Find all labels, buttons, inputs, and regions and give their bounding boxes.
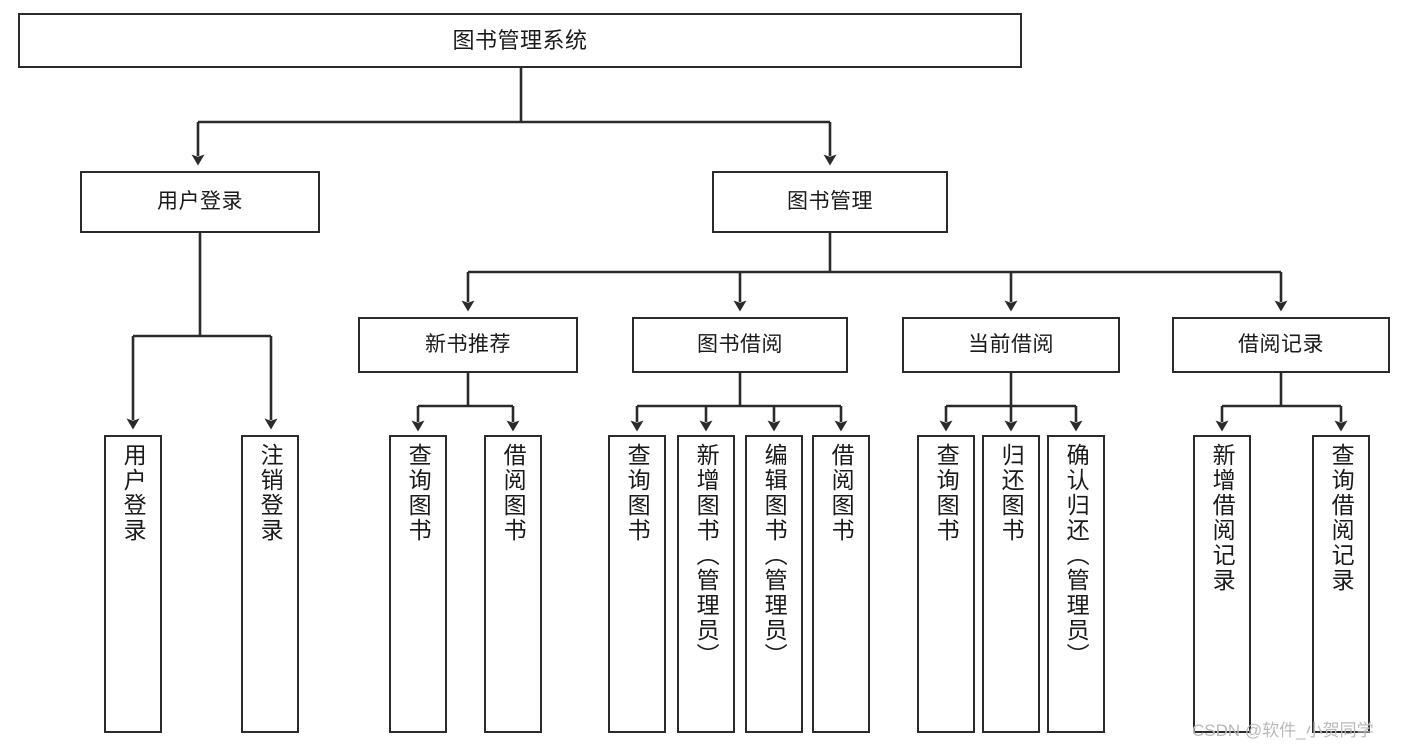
node-user-login[interactable]: 用户登录 [80,171,320,233]
node-label: 查询图书 [405,443,432,543]
node-label: 图书借阅 [697,332,783,356]
node-label: 归还图书 [998,443,1025,543]
node-leaf-query-book-3[interactable]: 查询图书 [917,435,975,733]
node-leaf-borrow-book-2[interactable]: 借阅图书 [812,435,870,733]
node-label: 当前借阅 [968,332,1054,356]
edge-user-login-to-leaves [126,233,278,430]
node-label: 确认归还（管理员） [1063,443,1090,668]
node-label: 注销登录 [257,443,284,543]
node-label: 新书推荐 [425,332,511,356]
node-leaf-confirm-return-admin[interactable]: 确认归还（管理员） [1047,435,1105,733]
edge-book-borrow-to-leaves [630,373,848,432]
node-label: 图书管理 [787,189,873,213]
node-new-book-recommend[interactable]: 新书推荐 [358,317,578,373]
node-label: 新增借阅记录 [1209,443,1236,593]
node-label: 用户登录 [120,443,147,543]
node-leaf-query-borrow-record[interactable]: 查询借阅记录 [1312,435,1370,733]
edge-borrow-record-to-leaves [1215,373,1348,432]
watermark-text: CSDN @软件_小贺同学 [1192,721,1374,740]
node-leaf-add-borrow-record[interactable]: 新增借阅记录 [1193,435,1251,733]
node-leaf-edit-book-admin[interactable]: 编辑图书（管理员） [745,435,803,733]
node-leaf-logout[interactable]: 注销登录 [241,435,299,733]
node-label: 图书管理系统 [452,27,588,53]
node-current-borrow[interactable]: 当前借阅 [902,317,1120,373]
node-label: 用户登录 [157,189,243,213]
node-book-manage[interactable]: 图书管理 [712,171,948,233]
edge-book-manage-to-level3 [461,233,1288,312]
node-book-borrow[interactable]: 图书借阅 [632,317,848,373]
node-leaf-add-book-admin[interactable]: 新增图书（管理员） [677,435,735,733]
node-label: 借阅图书 [828,443,855,543]
csdn-watermark: CSDN @软件_小贺同学 [1192,716,1374,741]
node-label: 借阅图书 [500,443,527,543]
edge-new-book-recommend-to-leaves [411,373,520,432]
node-label: 查询借阅记录 [1328,443,1355,593]
edge-root-to-level2 [191,68,837,166]
node-label: 编辑图书（管理员） [761,443,788,668]
node-leaf-return-book[interactable]: 归还图书 [982,435,1040,733]
node-label: 新增图书（管理员） [693,443,720,668]
node-label: 借阅记录 [1238,332,1324,356]
node-borrow-record[interactable]: 借阅记录 [1172,317,1390,373]
node-leaf-query-book-1[interactable]: 查询图书 [389,435,447,733]
node-leaf-borrow-book-1[interactable]: 借阅图书 [484,435,542,733]
node-label: 查询图书 [933,443,960,543]
node-label: 查询图书 [624,443,651,543]
node-leaf-query-book-2[interactable]: 查询图书 [608,435,666,733]
node-leaf-user-login[interactable]: 用户登录 [104,435,162,733]
node-root-book-management-system[interactable]: 图书管理系统 [18,13,1022,68]
edge-current-borrow-to-leaves [939,373,1083,432]
